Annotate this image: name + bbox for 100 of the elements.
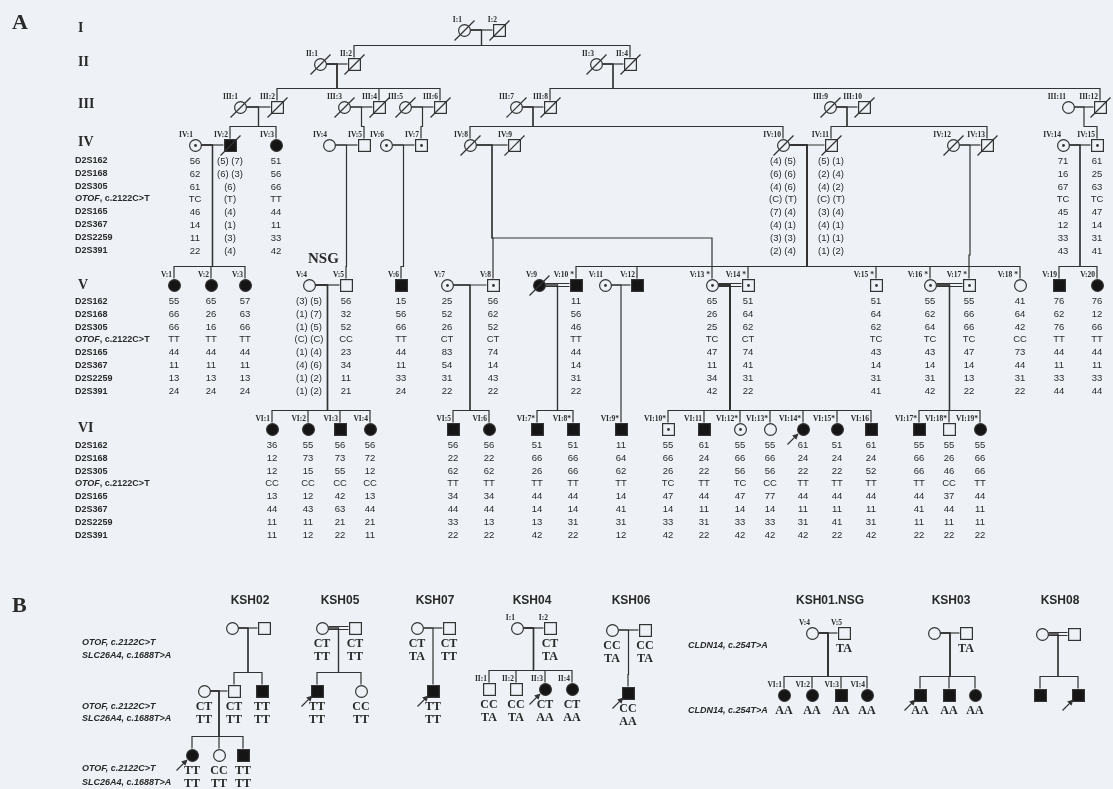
genotype-value: 56 <box>334 438 346 450</box>
genotype-value: TT <box>483 476 495 488</box>
genotype-value: 33 <box>447 515 459 527</box>
female-symbol <box>409 620 425 636</box>
marker-name: D2S165 <box>75 206 108 217</box>
genotype-value: 12 <box>615 528 627 540</box>
genotype-value: 55 <box>734 438 746 450</box>
genotype-value: 11 <box>832 502 842 514</box>
genotype-value: AA <box>536 709 554 725</box>
descent-line <box>1047 633 1079 690</box>
genotype-value: (4) (6) <box>296 358 322 370</box>
marker-name: D2S168 <box>75 452 108 463</box>
genotype-value: CC <box>339 332 353 344</box>
genotype-value: TT <box>441 648 457 664</box>
descent-line <box>349 106 365 140</box>
genotype-value: 23 <box>340 345 352 357</box>
genotype-value: 32 <box>340 307 352 319</box>
genotype-value: 46 <box>570 320 582 332</box>
genotype-value: 66 <box>974 464 986 476</box>
genotype-value: 44 <box>567 489 579 501</box>
marker-name: D2S367 <box>75 504 108 514</box>
genotype-value: 33 <box>764 515 776 527</box>
genotype-value: 11 <box>1054 358 1064 370</box>
genotype-value: 22 <box>334 528 346 540</box>
genotype-value: 44 <box>913 489 925 501</box>
genotype-value: 22 <box>441 384 453 396</box>
genotype-value: 11 <box>365 528 375 540</box>
genotype-value: 24 <box>831 451 843 463</box>
marker-name: D2S2259 <box>75 231 113 242</box>
proband-arrow <box>611 697 624 710</box>
genotype-value: 51 <box>742 294 754 306</box>
genotype-value: TC <box>733 476 747 488</box>
genotype-value: 54 <box>441 358 453 370</box>
genotype-value: 13 <box>531 515 543 527</box>
genotype-value: 52 <box>441 307 453 319</box>
genotype-value: AA <box>966 702 984 718</box>
genotype-value: 66 <box>395 320 407 332</box>
genotype-value: AA <box>940 702 958 718</box>
male-symbol <box>868 277 884 293</box>
genotype-value: 46 <box>189 205 201 217</box>
genotype-value: 44 <box>1053 384 1065 396</box>
genotype-value: TT <box>698 476 710 488</box>
genotype-value: 74 <box>487 345 499 357</box>
generation-numeral: II <box>78 54 89 70</box>
female-symbol <box>203 277 219 293</box>
genotype-value: (4) <box>224 205 236 217</box>
descent-line <box>237 627 263 686</box>
genotype-value: (7) (4) <box>770 205 796 217</box>
genotype-value: 14 <box>567 502 579 514</box>
genotype-value: 42 <box>270 244 282 256</box>
genotype-value: 11 <box>707 358 717 370</box>
genotype-value: 44 <box>570 345 582 357</box>
marker-name: D2S367 <box>75 360 108 370</box>
female-symbol <box>353 683 369 699</box>
genotype-value: 43 <box>1057 244 1069 256</box>
descent-line <box>475 144 713 280</box>
genotype-value: 55 <box>963 294 975 306</box>
descent-line <box>610 284 622 424</box>
genotype-value: 31 <box>570 371 582 383</box>
genotype-value: (2) (4) <box>770 244 796 256</box>
variant-label: SLC26A4, c.1688T>A <box>82 713 172 723</box>
descent-line <box>958 144 971 280</box>
genotype-value: TT <box>184 762 200 778</box>
male-symbol <box>413 137 429 153</box>
genotype-value: 24 <box>239 384 251 396</box>
female-symbol <box>732 421 748 437</box>
descent-line <box>521 106 784 140</box>
genotype-value: AA <box>803 702 821 718</box>
genotype-value: 44 <box>1091 345 1103 357</box>
female-symbol <box>187 137 203 153</box>
female-symbol <box>1060 99 1076 115</box>
female-symbol <box>378 137 394 153</box>
genotype-value: 11 <box>1092 358 1102 370</box>
genotype-value: 11 <box>271 218 281 230</box>
genotype-value: 22 <box>698 528 710 540</box>
genotype-value: 33 <box>395 371 407 383</box>
male-symbol <box>332 421 348 437</box>
male-symbol <box>338 277 354 293</box>
genotype-value: TA <box>958 640 974 656</box>
genotype-value: CT <box>225 698 243 714</box>
genotype-value: 22 <box>567 528 579 540</box>
genotype-value: 24 <box>797 451 809 463</box>
genotype-value: TT <box>205 332 217 344</box>
genotype-value: 11 <box>944 515 954 527</box>
genotype-value: 24 <box>168 384 180 396</box>
genotype-value: TA <box>481 709 497 725</box>
descent-line <box>410 106 424 140</box>
genotype-value: TT <box>347 648 363 664</box>
genotype-value: 55 <box>302 438 314 450</box>
female-symbol <box>926 625 942 641</box>
genotype-value: (C) (C) <box>294 332 324 344</box>
genotype-value: TT <box>226 711 242 727</box>
descent-line <box>452 284 490 424</box>
male-symbol <box>542 620 558 636</box>
female-symbol <box>859 687 875 703</box>
genotype-value: 56 <box>570 307 582 319</box>
male-symbol <box>529 421 545 437</box>
genotype-value: TT <box>239 332 251 344</box>
genotype-value: 55 <box>334 464 346 476</box>
marker-name: D2S391 <box>75 244 108 255</box>
